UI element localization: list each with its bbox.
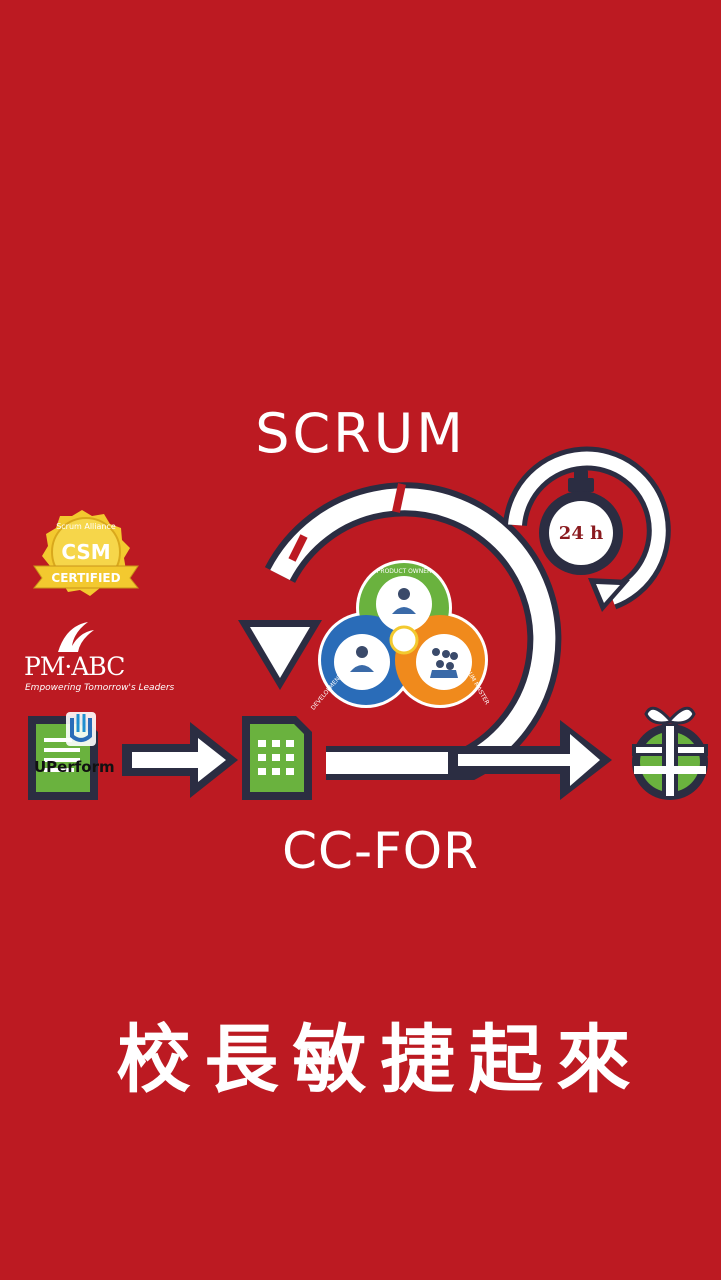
timer-label: 24 h [558, 523, 604, 544]
csm-top-text: Scrum Alliance [56, 522, 116, 531]
stopwatch-icon [539, 470, 623, 575]
increment-gift-icon [632, 706, 708, 800]
input-arrow [122, 722, 238, 798]
sprint-backlog-icon [242, 716, 312, 800]
headline-text: 校長敏捷起來 [116, 1017, 645, 1103]
pmabc-logo-mark [58, 622, 94, 652]
scrum-master-icon [430, 648, 458, 678]
csm-certified-badge: Scrum Alliance CSM CERTIFIED [32, 510, 140, 596]
daily-cycle-arrow [503, 446, 671, 612]
csm-bottom-text: CERTIFIED [51, 571, 120, 585]
pmabc-logo-text: PM·ABC [24, 652, 125, 681]
scrum-roles-venn: PRODUCT OWNER DEVELOPMENT TEAM SCRUM MAS… [310, 560, 490, 712]
product-owner-label: PRODUCT OWNER [377, 568, 431, 575]
output-arrow [448, 720, 612, 800]
uperform-logo-icon [66, 712, 96, 746]
development-team-icon [350, 646, 374, 672]
csm-main-text: CSM [61, 540, 110, 564]
pmabc-tagline: Empowering Tomorrow's Leaders [25, 683, 175, 693]
product-owner-icon [392, 588, 416, 614]
ccfor-title: CC-FOR [282, 822, 479, 880]
scrum-cycle-arrow [238, 482, 562, 780]
scrum-title: SCRUM [255, 402, 466, 465]
uperform-logo-text: UPerform [34, 758, 115, 776]
